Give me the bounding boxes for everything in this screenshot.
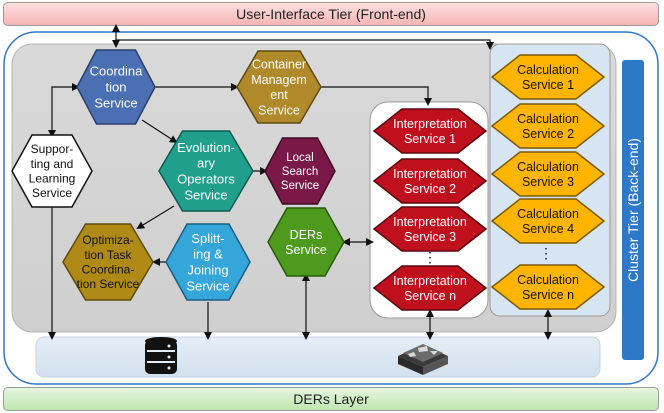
calculation-ellipsis: ⋮ [539, 245, 553, 261]
cluster-tier-label: Cluster Tier (Back-end) [625, 138, 641, 282]
database-icon [145, 337, 177, 374]
splitting-joining-service-label-line: Joining [187, 262, 228, 277]
calculation-service-label-line: Service 1 [522, 78, 574, 92]
optimization-task-coordination-service-label-line: Coordina- [82, 263, 135, 277]
interpretation-service-label-line: Service 1 [404, 132, 456, 146]
container-management-service-label-line: Container [252, 58, 306, 72]
calculation-service-label-line: Calculation [517, 63, 579, 77]
splitting-joining-service-label-line: Service [186, 278, 229, 293]
evolutionary-operators-service-label-line: Operators [177, 171, 235, 186]
container-management-service-label-line: ent [270, 88, 288, 102]
optimization-task-coordination-service-label-line: Optimiza- [82, 233, 133, 247]
coordination-evolutionary-link [141, 119, 178, 144]
local-search-service-label-line: Search [282, 166, 318, 178]
calculation-service-label-line: Calculation [517, 112, 579, 126]
calculation-service-label-line: Calculation [517, 160, 579, 174]
container-management-service-label-line: Service [258, 103, 300, 117]
evolutionary-operators-service-label-line: Service [184, 187, 227, 202]
coordination-supporting-link [48, 83, 80, 138]
supporting-learning-service-label-line: Service [32, 186, 72, 200]
coordination-service-label-line: Service [94, 95, 137, 110]
calculation-service-label-line: Service n [522, 288, 574, 302]
container-interpretation-link [321, 86, 432, 106]
interpretation-service-label-line: Interpretation [393, 117, 467, 131]
database-layer-bar [35, 336, 601, 378]
splitting-joining-service-label-line: ing & [193, 247, 223, 262]
evolutionary-optimization-link [136, 205, 175, 230]
interpretation-service-label-line: Service 2 [404, 182, 456, 196]
optimization-task-coordination-service-label-line: tion Service [77, 277, 140, 291]
interpretation-service-label-line: Service n [404, 289, 456, 303]
optimization-task-coordination-service-label-line: tion Task [84, 248, 132, 262]
calculation-service-label-line: Service 4 [522, 222, 574, 236]
interpretation-service-label-line: Service 3 [404, 230, 456, 244]
ders-service-label-line: Service [285, 243, 327, 257]
interpretation-service-label-line: Interpretation [393, 167, 467, 181]
calculation-service-label-line: Service 3 [522, 175, 574, 189]
supporting-learning-service-label-line: Learning [29, 172, 76, 186]
evolutionary-operators-service-label-line: ary [197, 156, 216, 171]
interpretation-service-label-line: Interpretation [393, 215, 467, 229]
container-management-service-label-line: Managem [251, 73, 307, 87]
supporting-learning-service-label-line: Suppor- [31, 142, 74, 156]
calculation-service-label-line: Calculation [517, 273, 579, 287]
ders-service-label-line: DERs [290, 228, 323, 242]
cache-icon [398, 344, 448, 375]
user-interface-tier-label: User-Interface Tier (Front-end) [236, 6, 426, 22]
cluster-tier-bar: Cluster Tier (Back-end) [622, 60, 644, 360]
ders-layer-bar: DERs Layer [3, 387, 659, 411]
calculation-service-label-line: Service 2 [522, 127, 574, 141]
calculation-service-label-line: Calculation [517, 207, 579, 221]
local-search-service-label-line: Local [286, 152, 314, 164]
local-search-service-label-line: Service [281, 180, 319, 192]
evolutionary-operators-service-label-line: Evolution- [177, 140, 235, 155]
interpretation-ellipsis: ⋮ [423, 249, 437, 265]
supporting-learning-service-label-line: ting and [31, 157, 74, 171]
user-interface-tier-bar: User-Interface Tier (Front-end) [3, 2, 659, 26]
coordination-service-label-line: tion [106, 80, 127, 95]
splitting-joining-service-label-line: Splitt- [191, 231, 224, 246]
interpretation-service-label-line: Interpretation [393, 274, 467, 288]
ders-layer-label: DERs Layer [293, 391, 369, 407]
coordination-service-label-line: Coordina [90, 64, 144, 79]
coordination-calculation-link [115, 39, 494, 50]
